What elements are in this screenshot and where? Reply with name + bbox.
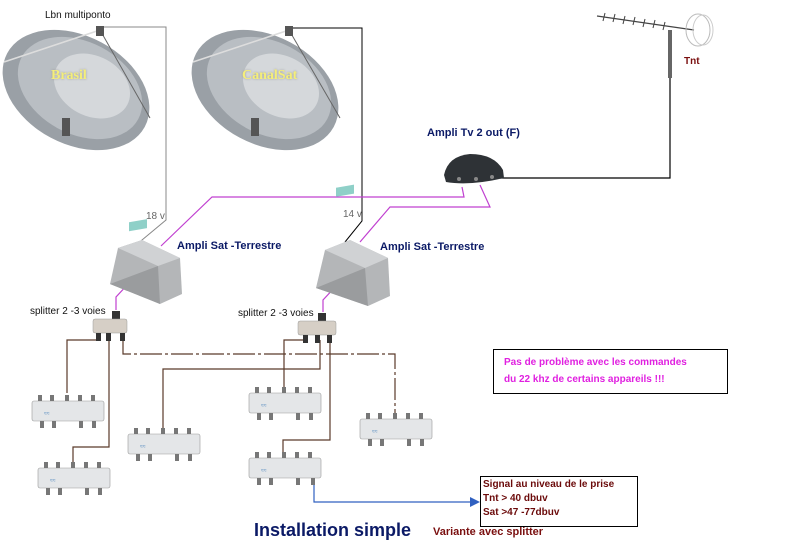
multiswitch-6: ≈≈ <box>359 413 433 446</box>
splitter-1-label: splitter 2 -3 voies <box>30 306 106 317</box>
dish-brasil <box>2 26 151 151</box>
tnt-antenna <box>596 12 714 78</box>
lnb-multiponto-label: Lbn multiponto <box>45 10 111 21</box>
cable-s2-ms4 <box>283 339 306 387</box>
cable-outlet <box>313 478 470 503</box>
cable-tv-to-ampli2 <box>359 184 491 243</box>
multiswitch-5: ≈≈ <box>248 452 322 485</box>
signal-note-line-3: Sat >47 -77dbuv <box>483 507 560 518</box>
signal-note-line-2: Tnt > 40 dbuv <box>483 493 548 504</box>
arrowhead-icon <box>470 497 480 507</box>
ampli-sat-2-label: Ampli Sat -Terrestre <box>380 241 485 253</box>
tnt-label: Tnt <box>684 56 700 67</box>
info-note-line-2: du 22 khz de certains appareils !!! <box>504 374 665 385</box>
voltage-18v-label: 18 v <box>146 211 165 222</box>
svg-text:≈≈: ≈≈ <box>50 478 56 484</box>
svg-text:≈≈: ≈≈ <box>44 411 50 417</box>
ampli-sat-1-label: Ampli Sat -Terrestre <box>177 240 282 252</box>
cable-s2-ms5 <box>282 340 331 452</box>
cable-tv-to-ampli1 <box>160 186 465 247</box>
multiswitch-2: ≈≈ <box>127 428 201 461</box>
cable-brasil-lnb <box>100 26 167 246</box>
splitter-2-device <box>297 313 337 343</box>
info-note-box: Pas de problème avec les commandes du 22… <box>493 349 728 394</box>
signal-note-box: Signal au niveau de le prise Tnt > 40 db… <box>480 476 638 527</box>
sat-amplifier-1-device <box>110 219 182 304</box>
diagram-subtitle: Variante avec splitter <box>433 526 544 538</box>
cable-s1-ms6-dashed <box>122 340 396 413</box>
cable-s2-ms2 <box>162 340 321 428</box>
dish-brasil-label: Brasil <box>51 68 87 83</box>
svg-text:≈≈: ≈≈ <box>261 403 267 409</box>
multiswitch-1: ≈≈ <box>31 395 105 428</box>
svg-text:≈≈: ≈≈ <box>140 444 146 450</box>
dish-canalsat <box>191 26 341 151</box>
splitter-2-label: splitter 2 -3 voies <box>238 308 314 319</box>
svg-text:≈≈: ≈≈ <box>372 429 378 435</box>
cable-canalsat-lnb <box>290 27 363 243</box>
tv-amplifier-device <box>444 154 504 184</box>
dish-canalsat-label: CanalSat <box>242 68 298 83</box>
cable-tnt <box>500 78 671 179</box>
multiswitch-3: ≈≈ <box>37 462 111 495</box>
diagram-title: Installation simple <box>254 520 412 540</box>
cable-s1-ms3 <box>72 340 110 462</box>
splitter-1-device <box>92 311 128 341</box>
multiswitch-4: ≈≈ <box>248 387 322 420</box>
svg-text:≈≈: ≈≈ <box>261 468 267 474</box>
voltage-14v-label: 14 v <box>343 209 362 220</box>
info-note-line-1: Pas de problème avec les commandes <box>504 357 687 368</box>
ampli-tv-label: Ampli Tv 2 out (F) <box>427 127 520 139</box>
cable-s1-ms1 <box>66 339 98 393</box>
sat-amplifier-2-device <box>316 184 390 306</box>
signal-note-line-1: Signal au niveau de le prise <box>483 479 615 490</box>
